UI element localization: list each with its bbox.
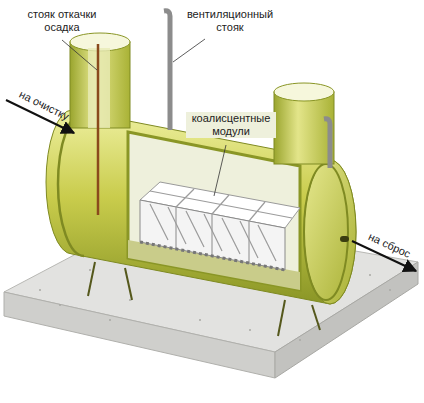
art-part <box>299 339 301 341</box>
riser <box>274 92 334 164</box>
art-part <box>278 300 285 336</box>
art-part <box>59 304 61 306</box>
art-part <box>62 40 97 70</box>
art-part <box>199 319 201 321</box>
art-part <box>369 274 371 276</box>
riser-top <box>274 83 334 101</box>
flow-label: на сброс <box>366 230 412 261</box>
art-part <box>173 39 205 62</box>
flow-label: на очистку <box>17 87 71 122</box>
vent-pipe <box>324 119 330 168</box>
art-part <box>389 289 391 291</box>
art-part <box>109 319 111 321</box>
art-part <box>214 145 226 196</box>
module-plates <box>150 189 292 263</box>
art-part <box>150 204 276 261</box>
module-rail <box>140 242 285 270</box>
art-part <box>89 269 91 271</box>
callout-label: стояк откачки осадка <box>20 8 104 34</box>
art-part <box>125 268 132 300</box>
slab-side <box>4 292 275 378</box>
tank-end <box>304 160 356 304</box>
callout-label: вентиляционный стояк <box>180 8 280 34</box>
tank-flange <box>58 112 84 256</box>
art-part <box>312 305 320 330</box>
module-front <box>140 200 285 270</box>
outlet-slot <box>340 236 349 242</box>
art-part <box>129 299 131 301</box>
art-part <box>249 329 251 331</box>
art-part <box>88 262 95 296</box>
art-part <box>39 289 41 291</box>
vent-pipe <box>164 11 170 130</box>
tank-flange <box>304 164 348 300</box>
callout-label: коалисцентные модули <box>186 112 276 138</box>
